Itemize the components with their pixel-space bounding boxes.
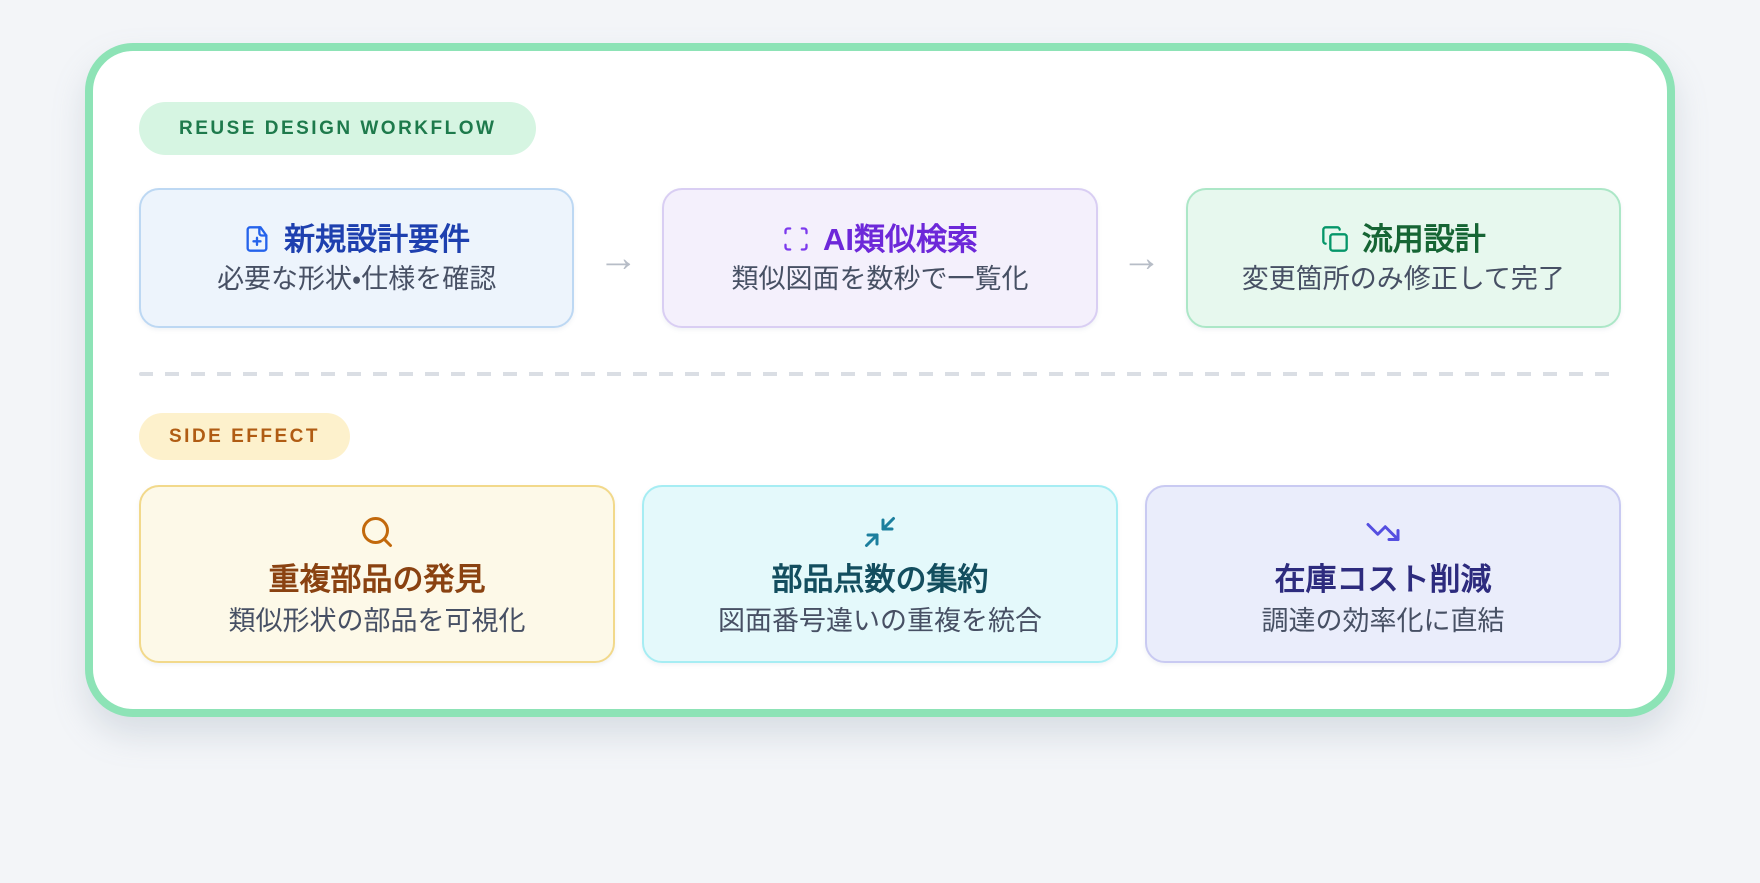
workflow-steps-row: 新規設計要件 必要な形状・仕様を確認 → AI類似検索 類似図面を数秒で一覧化 … [139,188,1621,328]
page: { "theme": { "page_bg": "#f3f5f8", "pane… [0,43,1760,883]
effect-card-part-count-consolidation: 部品点数の集約 図面番号違いの重複を統合 [642,485,1118,663]
effect-subtitle: 調達の効率化に直結 [1261,605,1505,636]
effect-card-duplicate-parts-discovery: 重複部品の発見 類似形状の部品を可視化 [139,485,615,663]
effect-title: 在庫コスト削減 [1274,561,1492,597]
arrow-right-icon: → [598,235,639,280]
arrow-right-icon: → [1121,235,1162,280]
side-effect-cards-row: 重複部品の発見 類似形状の部品を可視化 部品点数の集約 図面番号違いの重複を統合 [139,485,1621,663]
step-subtitle: 変更箇所のみ修正して完了 [1241,263,1565,294]
copy-icon [1321,225,1349,253]
workflow-section-badge: REUSE DESIGN WORKFLOW [139,102,537,155]
effect-subtitle: 図面番号違いの重複を統合 [718,605,1042,636]
step-title: AI類似検索 [822,221,978,257]
file-plus-icon [243,225,271,253]
effect-card-inventory-cost-reduction: 在庫コスト削減 調達の効率化に直結 [1145,485,1621,663]
effect-title: 部品点数の集約 [771,561,989,597]
step-title-row: 流用設計 [1321,224,1486,255]
reuse-workflow-panel: REUSE DESIGN WORKFLOW 新規設計要件 必要な形状・仕様を確認… [85,43,1675,717]
scan-icon [782,225,810,253]
magnifier-icon [359,514,395,550]
side-effect-section-badge: SIDE EFFECT [139,413,351,460]
step-subtitle: 必要な形状・仕様を確認 [217,263,497,294]
effect-title: 重複部品の発見 [268,561,486,597]
dashed-divider [139,372,1621,376]
step-title-row: 新規設計要件 [243,224,470,255]
step-subtitle: 類似図面を数秒で一覧化 [731,263,1029,294]
arrows-converge-icon [862,514,898,550]
effect-subtitle: 類似形状の部品を可視化 [228,605,526,636]
step-title: 流用設計 [1361,221,1486,257]
trending-down-icon [1365,514,1401,550]
step-title: 新規設計要件 [284,221,471,257]
step-card-reuse-design: 流用設計 変更箇所のみ修正して完了 [1185,188,1621,328]
step-card-ai-similarity-search: AI類似検索 類似図面を数秒で一覧化 [662,188,1098,328]
step-title-row: AI類似検索 [782,224,978,255]
step-card-new-design-requirements: 新規設計要件 必要な形状・仕様を確認 [139,188,575,328]
